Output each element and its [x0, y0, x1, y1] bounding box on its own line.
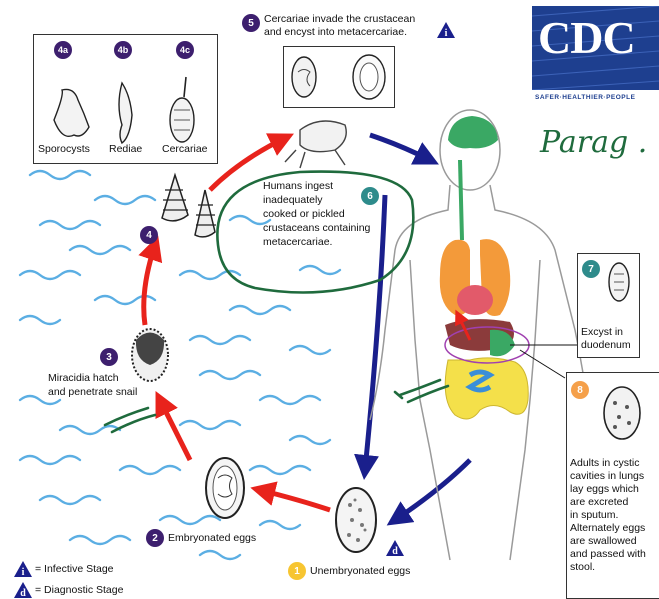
step6-label-4: crustaceans containing [263, 222, 370, 235]
rediae-label: Rediae [109, 143, 142, 156]
badge-4: 4 [140, 226, 158, 244]
step6-label-3: cooked or pickled [263, 208, 345, 221]
snail-stages-box: 4a 4b 4c Sporocysts Rediae Cercariae [33, 34, 218, 164]
crustacean-box [283, 46, 395, 108]
step8-line-7: are swallowed [570, 535, 637, 548]
badge-6: 6 [361, 187, 379, 205]
miracidium-icon [132, 329, 168, 381]
sporocysts-label: Sporocysts [38, 143, 90, 156]
svg-text:i: i [22, 567, 25, 577]
step8-line-9: stool. [570, 561, 595, 574]
badge-3: 3 [100, 348, 118, 366]
crustacean-icon [285, 121, 346, 168]
step8-line-3: lay eggs which [570, 483, 639, 496]
svg-text:i: i [445, 28, 448, 38]
excyst-box: 7 Excyst in duodenum [577, 253, 640, 358]
step6-label-2: inadequately [263, 194, 323, 207]
legend-infective-icon: i [14, 561, 32, 577]
embryonated-egg-icon [206, 458, 244, 518]
diagnostic-stage-marker-icon: d [386, 540, 404, 556]
step6-label-5: metacercariae. [263, 236, 332, 249]
cercariae-label: Cercariae [162, 143, 208, 156]
snail-icon [162, 175, 216, 237]
step1-label: Unembryonated eggs [310, 565, 410, 578]
unembryonated-egg-icon [336, 488, 376, 552]
metacercaria-illustration [604, 260, 634, 304]
badge-1: 1 [288, 562, 306, 580]
legend-diagnostic-label: = Diagnostic Stage [35, 584, 123, 597]
badge-4a: 4a [54, 41, 72, 59]
step5-label-2: and encyst into metacercariae. [264, 26, 407, 39]
step3-label-1: Miracidia hatch [48, 372, 119, 385]
adults-box: 8 Adults in cystic cavities in lungs lay… [566, 372, 659, 599]
infective-stage-marker-icon: i [437, 22, 455, 38]
badge-4b: 4b [114, 41, 132, 59]
badge-4c: 4c [176, 41, 194, 59]
badge-5: 5 [242, 14, 260, 32]
step3-label-2: and penetrate snail [48, 386, 137, 399]
step8-line-6: Alternately eggs [570, 522, 645, 535]
step8-line-4: are excreted [570, 496, 628, 509]
step7-label-2: duodenum [581, 339, 631, 352]
cdc-logo-text: CDC [538, 14, 635, 62]
step8-line-1: Adults in cystic [570, 457, 639, 470]
step8-line-5: in sputum. [570, 509, 618, 522]
step8-line-8: and passed with [570, 548, 646, 561]
step7-label-1: Excyst in [581, 326, 623, 339]
legend-infective-label: = Infective Stage [35, 563, 114, 576]
badge-7: 7 [582, 260, 600, 278]
cdc-tagline: SAFER·HEALTHIER·PEOPLE [535, 94, 635, 101]
step5-label-1: Cercariae invade the crustacean [264, 13, 415, 26]
crustacean-stages-illustration [284, 47, 394, 107]
step2-label: Embryonated eggs [168, 532, 256, 545]
cdc-logo: CDC [532, 6, 659, 90]
badge-8: 8 [571, 381, 589, 399]
step6-label-1: Humans ingest [263, 180, 333, 193]
badge-2: 2 [146, 529, 164, 547]
step8-line-2: cavities in lungs [570, 470, 644, 483]
legend-diagnostic-icon: d [14, 582, 32, 598]
adult-fluke-illustration [597, 383, 647, 443]
svg-text:d: d [392, 546, 398, 556]
handwritten-note: Parag . [540, 125, 647, 160]
